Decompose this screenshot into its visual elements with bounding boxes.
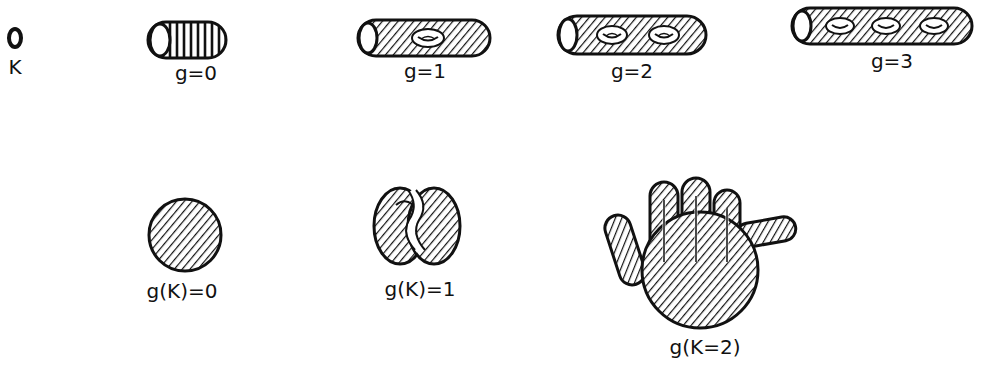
genus-3-tube [792,8,972,44]
shape-label: g=3 [871,50,913,73]
shape-label: g=2 [611,60,653,83]
genus-0-tube [148,22,226,58]
shape-label: g=1 [404,60,446,83]
shape-label: g(K=2) [670,336,741,359]
genus-2-surface [602,178,798,328]
genus-1-surface [374,188,460,264]
genus-2-tube [558,16,706,54]
seifert-disk [149,199,221,271]
shape-label: g(K)=1 [385,278,456,301]
genus-1-tube [358,20,490,56]
shape-label: g=0 [175,62,217,85]
shape-label: K [8,56,21,79]
knot-circle [9,29,21,47]
shape-label: g(K)=0 [147,280,218,303]
